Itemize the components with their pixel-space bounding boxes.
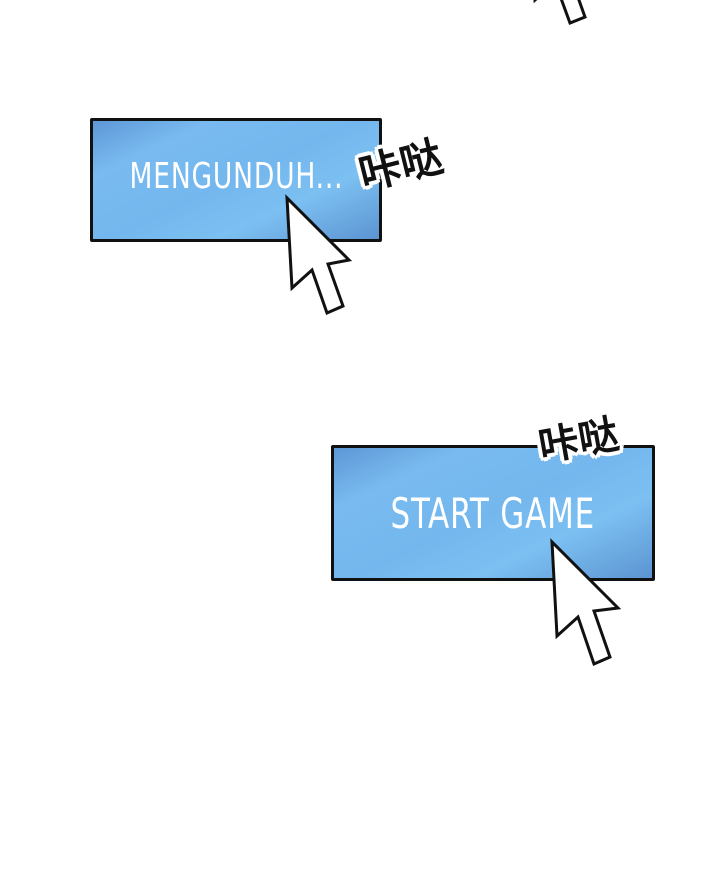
arrow-cursor-icon [550,538,622,667]
start-game-button[interactable]: START GAME [331,445,655,581]
arrow-cursor-icon [285,194,353,316]
downloading-button[interactable]: MENGUNDUH... [90,118,382,242]
downloading-button-label: MENGUNDUH... [129,155,343,197]
arrow-cursor-icon [533,0,587,25]
start-game-button-label: START GAME [390,488,596,538]
